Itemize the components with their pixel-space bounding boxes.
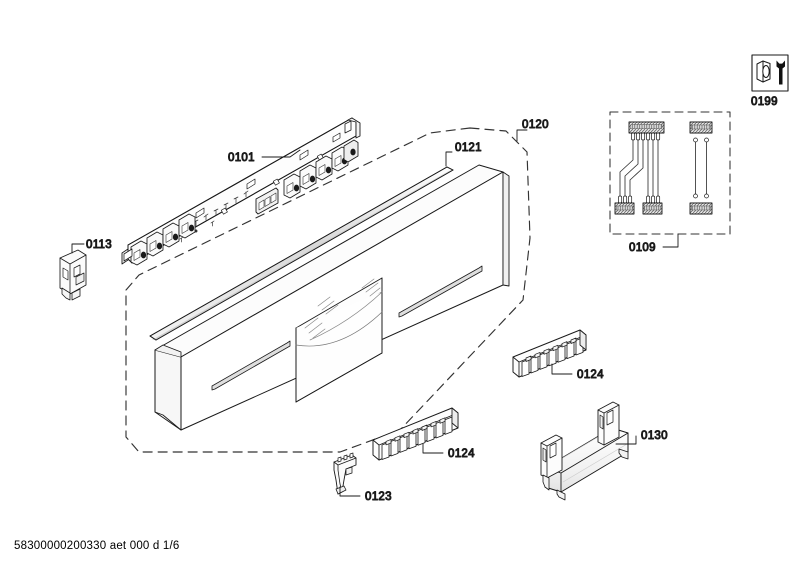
- leader-0130: [615, 435, 637, 445]
- leader-0124-lower: [422, 443, 444, 454]
- leader-0101: [261, 149, 301, 158]
- harness-a: [614, 121, 665, 215]
- leader-0124-upper: [551, 363, 573, 375]
- handle-clip-right: [597, 401, 620, 446]
- part-label-0123: 0123: [365, 491, 392, 503]
- leader-0121: [445, 151, 453, 167]
- trim-strip: [149, 166, 454, 341]
- part-label-0124-upper: 0124: [577, 369, 604, 381]
- drawing-footer-code: 58300000200330 aet 000 d 1/6: [14, 540, 180, 552]
- part-label-0199: 0199: [751, 96, 778, 108]
- door-handle-grip: [540, 401, 629, 501]
- leader-0123: [339, 486, 361, 497]
- glass-display-inset: [295, 277, 383, 403]
- part-label-0101: 0101: [228, 152, 255, 164]
- wrench-icon: [776, 60, 785, 85]
- leader-0120: [516, 129, 528, 142]
- button-strip-upper: [512, 329, 587, 378]
- part-label-0109: 0109: [629, 242, 656, 254]
- door-front-fascia: [154, 164, 510, 431]
- button-strip-lower: [372, 407, 459, 461]
- part-label-0130: 0130: [641, 430, 668, 442]
- leader-0109: [662, 233, 679, 248]
- leader-0113: [71, 243, 85, 254]
- part-label-0120: 0120: [522, 119, 549, 131]
- latch-hook-bracket: [333, 452, 357, 495]
- part-label-0121: 0121: [455, 142, 482, 154]
- tool-service-icon: [751, 54, 789, 92]
- handle-clip-left: [540, 434, 563, 491]
- control-board-pcb: [121, 117, 361, 266]
- wiring-harness-group: [609, 111, 731, 235]
- part-label-0113: 0113: [86, 239, 112, 251]
- door-assembly-group-outline: [125, 127, 531, 453]
- nut-icon: [756, 60, 771, 83]
- pcb-component-blocks: [283, 139, 359, 199]
- pcb-left-blocks: [123, 213, 196, 266]
- harness-b: [689, 121, 713, 215]
- part-label-0124-lower: 0124: [448, 448, 475, 460]
- display-module-icon: [255, 187, 279, 215]
- mounting-bracket-clip: [59, 249, 87, 301]
